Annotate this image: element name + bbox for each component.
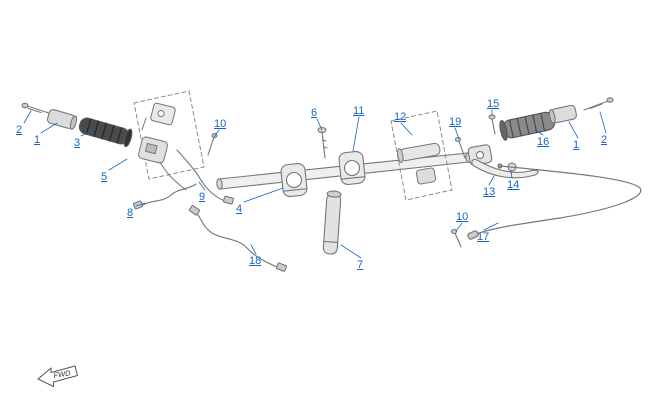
leader-lines xyxy=(23,109,607,259)
callout-grip-3[interactable]: 3 xyxy=(74,137,81,149)
fwd-indicator: FWD xyxy=(37,365,78,387)
callout-cable-9[interactable]: 9 xyxy=(199,191,206,203)
part-bar-end-weight-right xyxy=(548,104,577,124)
callout-bolt-19[interactable]: 19 xyxy=(449,116,462,128)
callout-bolt-10-left[interactable]: 10 xyxy=(214,118,227,130)
part-clamp-bolt xyxy=(317,126,328,159)
callout-adjuster-14[interactable]: 14 xyxy=(507,179,520,191)
part-right-grip xyxy=(499,111,556,141)
part-brake-cable xyxy=(467,163,642,240)
part-brake-lever xyxy=(471,159,539,179)
callout-pivot-15[interactable]: 15 xyxy=(487,98,500,110)
callout-lever-13[interactable]: 13 xyxy=(483,186,496,198)
callout-weight-1-right[interactable]: 1 xyxy=(573,139,580,151)
callout-switch-5[interactable]: 5 xyxy=(101,171,108,183)
part-cable-9 xyxy=(176,149,234,205)
callout-weight-1-left[interactable]: 1 xyxy=(34,134,41,146)
part-throttle-assembly xyxy=(390,110,453,201)
callout-bolt-2-right[interactable]: 2 xyxy=(601,134,608,146)
callout-grip-16[interactable]: 16 xyxy=(537,136,550,148)
callout-clamp-11[interactable]: 11 xyxy=(353,105,365,117)
part-steering-stem xyxy=(322,190,342,255)
callout-bolt-10-right[interactable]: 10 xyxy=(456,211,469,223)
part-cable-8 xyxy=(132,183,197,210)
callout-bolt-6[interactable]: 6 xyxy=(311,107,318,119)
callout-cable-17[interactable]: 17 xyxy=(477,231,490,243)
part-left-switch-assembly xyxy=(133,90,205,191)
part-bar-end-bolt-right xyxy=(583,97,614,111)
callout-cable-18[interactable]: 18 xyxy=(249,255,262,267)
part-bar-end-weight-left xyxy=(46,109,78,130)
part-bar-end-bolt-left xyxy=(21,102,53,115)
part-bolt-10-right xyxy=(450,228,462,248)
callout-stem-7[interactable]: 7 xyxy=(357,259,364,271)
callout-clamp-4[interactable]: 4 xyxy=(236,203,243,215)
part-handlebar-clamp-right xyxy=(338,150,366,186)
callout-bolt-2-left[interactable]: 2 xyxy=(16,124,23,136)
callout-throttle-12[interactable]: 12 xyxy=(394,111,407,123)
part-lever-pivot-bolt xyxy=(488,114,496,135)
part-left-grip xyxy=(78,117,133,148)
part-bolt-10-left xyxy=(207,132,218,156)
part-bolt-19 xyxy=(454,136,466,159)
callout-cable-8[interactable]: 8 xyxy=(127,207,134,219)
fwd-label: FWD xyxy=(53,368,72,380)
part-handlebar-clamp-left xyxy=(280,162,308,198)
part-cable-18 xyxy=(188,205,287,272)
